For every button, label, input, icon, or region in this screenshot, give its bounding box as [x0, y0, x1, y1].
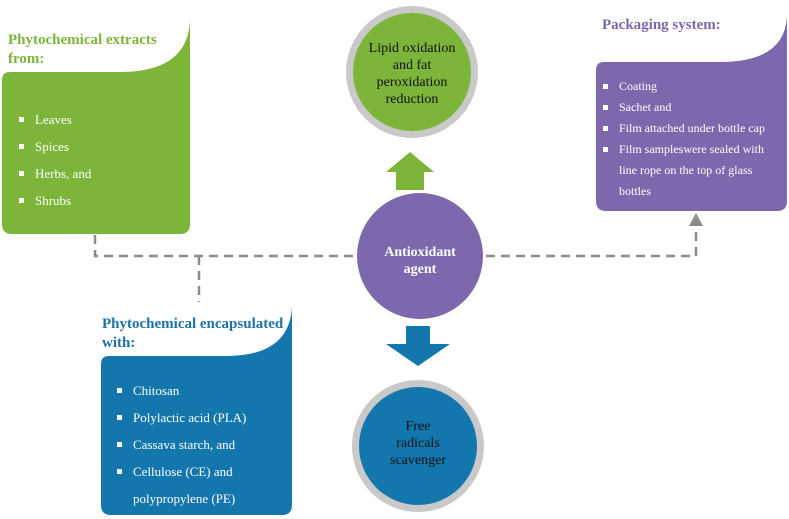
free-radicals-line1: Free — [405, 419, 431, 434]
extracts-title-line1: Phytochemical extracts — [8, 32, 157, 48]
packaging-list: Coating Sachet and Film attached under b… — [603, 76, 785, 202]
antioxidant-line2: agent — [403, 262, 437, 277]
connector-agent-to-packaging — [486, 224, 698, 258]
extracts-title-line2: from: — [8, 51, 45, 67]
list-item: Film sampleswere sealed with — [603, 139, 785, 160]
list-item: Herbs, and — [19, 160, 91, 187]
extracts-heading: Phytochemical extracts from: — [8, 31, 208, 69]
connector-extracts-to-agent — [93, 235, 354, 258]
lipid-circle-label: Lipid oxidation and fat peroxidation red… — [352, 40, 472, 108]
list-item: Chitosan — [117, 377, 246, 404]
up-arrow — [386, 152, 434, 190]
lipid-line3: peroxidation — [376, 75, 448, 90]
list-item: polypropylene (PE) — [133, 491, 236, 506]
list-item: Film attached under bottle cap — [603, 118, 785, 139]
free-radicals-line2: radicals — [396, 436, 440, 451]
list-item: bottles — [619, 184, 651, 198]
encapsulated-heading: Phytochemical encapsulated with: — [102, 315, 302, 353]
list-item: Coating — [603, 76, 785, 97]
lipid-line1: Lipid oxidation — [368, 41, 456, 56]
list-item: Cellulose (CE) and — [117, 458, 246, 485]
extracts-list: Leaves Spices Herbs, and Shrubs — [19, 106, 91, 214]
list-item: Leaves — [19, 106, 91, 133]
list-item: line rope on the top of glass — [619, 163, 753, 177]
encapsulated-title-line1: Phytochemical encapsulated — [102, 316, 284, 332]
packaging-heading: Packaging system: — [602, 16, 772, 35]
free-radicals-label: Free radicals scavenger — [358, 418, 478, 469]
list-item: Cassava starch, and — [117, 431, 246, 458]
list-item: Sachet and — [603, 97, 785, 118]
list-item: Polylactic acid (PLA) — [117, 404, 246, 431]
arrowhead-packaging — [689, 213, 703, 226]
encapsulated-title-line2: with: — [102, 335, 136, 351]
antioxidant-label: Antioxidant agent — [360, 244, 480, 278]
lipid-line2: and fat — [392, 58, 432, 73]
list-item: Shrubs — [19, 187, 91, 214]
antioxidant-line1: Antioxidant — [384, 245, 456, 260]
list-item: Spices — [19, 133, 91, 160]
encapsulated-list: Chitosan Polylactic acid (PLA) Cassava s… — [117, 377, 246, 512]
down-arrow — [386, 326, 450, 366]
free-radicals-line3: scavenger — [390, 453, 446, 468]
lipid-line4: reduction — [385, 92, 439, 107]
packaging-title: Packaging system: — [602, 17, 721, 33]
